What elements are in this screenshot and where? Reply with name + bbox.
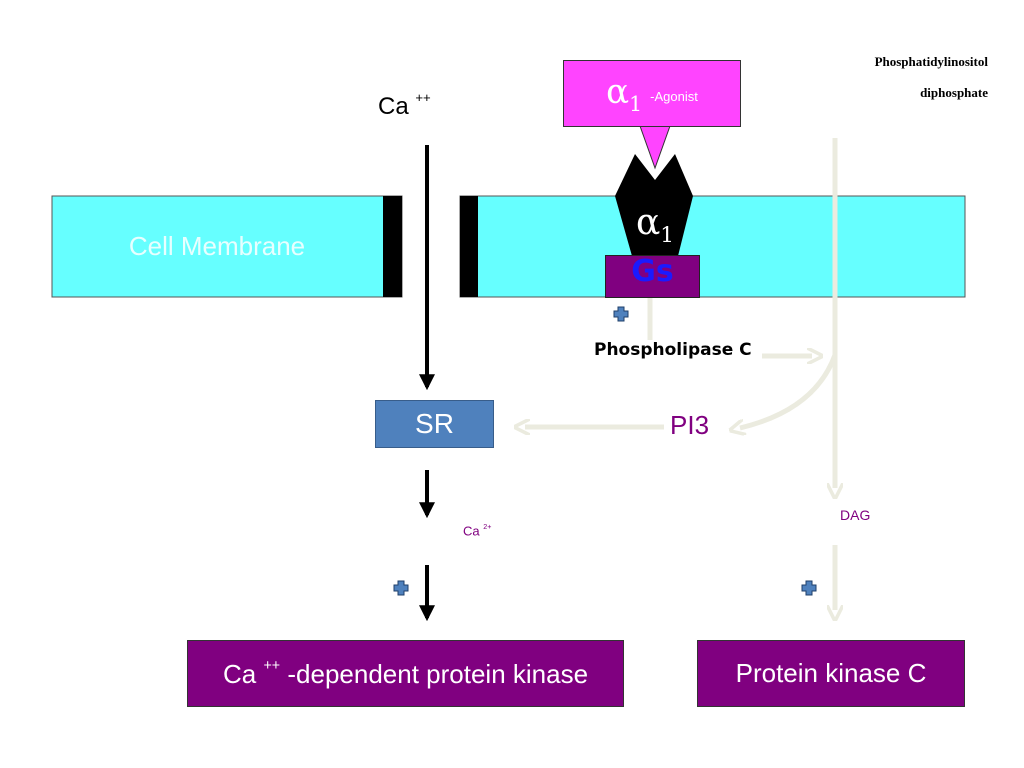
receptor-alpha-symbol: α1 [635, 202, 675, 249]
protein-kinase-c-label: Protein kinase C [735, 658, 927, 688]
calcium-channel-right [460, 196, 478, 297]
alpha1-receptor [615, 154, 693, 256]
plus-marker-dag [801, 580, 817, 596]
phospholipase-c-label: Phospholipase C [594, 340, 752, 360]
calcium-dependent-kinase-label: Ca ++ -dependent protein kinase [222, 657, 589, 689]
agonist-pointer [639, 125, 671, 170]
gs-protein-label: Gs [631, 253, 674, 289]
substrate-line-2: diphosphate [920, 85, 988, 100]
plus-marker-gs [613, 306, 629, 322]
calcium-entry-text: Ca [378, 92, 409, 120]
calcium-channel-left [383, 196, 402, 297]
membrane-label: Cell Membrane [128, 230, 306, 261]
calcium-entry-label: Ca ++ [378, 90, 431, 121]
calcium-dependent-kinase-box: Ca ++ -dependent protein kinase [187, 640, 624, 707]
sr-label: SR [415, 408, 454, 439]
agonist-alpha-symbol: α1 [606, 71, 643, 116]
calcium-release-label: Ca 2+ [463, 523, 491, 538]
membrane-right-segment [459, 195, 966, 298]
pip2-to-pi3-arrow [740, 354, 838, 428]
substrate-label: Phosphatidylinositol diphosphate [800, 46, 988, 108]
protein-kinase-c-box: Protein kinase C [697, 640, 965, 707]
agonist-box: α1 -Agonist [563, 60, 741, 127]
dag-label: DAG [840, 507, 871, 523]
membrane-left-segment [51, 195, 403, 298]
plus-marker-calcium [393, 580, 409, 596]
sr-box: SR [375, 400, 494, 448]
receptor-label: α1 [620, 202, 690, 248]
agonist-label: -Agonist [650, 89, 698, 104]
calcium-release-text: Ca [463, 523, 480, 539]
substrate-line-1: Phosphatidylinositol [874, 54, 988, 69]
calcium-entry-charge: ++ [415, 90, 431, 105]
gs-protein-box: Gs [605, 255, 700, 298]
pi3-label: PI3 [670, 410, 710, 440]
calcium-release-charge: 2+ [483, 523, 492, 531]
